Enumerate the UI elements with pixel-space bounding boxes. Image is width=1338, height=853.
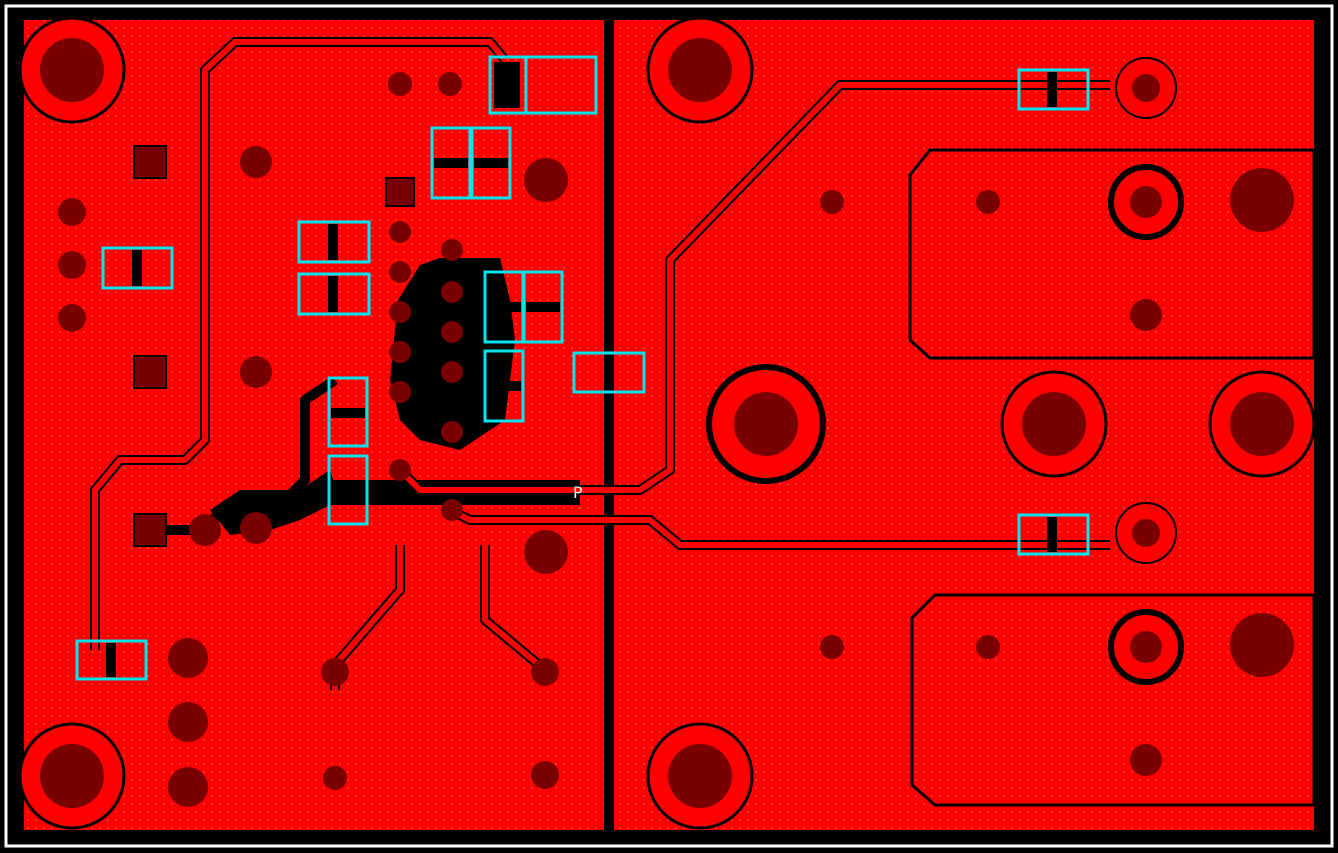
resistor-r1 bbox=[101, 246, 174, 290]
mounting-hole-top-left bbox=[18, 16, 126, 124]
trace-fills bbox=[92, 39, 1110, 690]
square-pads bbox=[133, 145, 415, 547]
resistor-r4 bbox=[297, 272, 371, 316]
resistor-r3 bbox=[297, 220, 371, 264]
smd-pad-gaps bbox=[106, 62, 1057, 677]
power-zone-lower bbox=[910, 593, 1316, 807]
capacitor-c7 bbox=[327, 454, 369, 526]
mounting-holes bbox=[18, 16, 754, 830]
terminal-mid-1 bbox=[1000, 370, 1108, 478]
mounting-hole-top-right bbox=[646, 16, 754, 124]
terminal-upper-right bbox=[1230, 168, 1294, 232]
capacitor-c1 bbox=[430, 126, 472, 200]
smd-footprints bbox=[75, 55, 1090, 681]
terminal-lower-right bbox=[1230, 613, 1294, 677]
footprint-unpopulated bbox=[572, 351, 646, 394]
resistor-r2 bbox=[75, 639, 148, 681]
resistor-r6 bbox=[1017, 513, 1090, 556]
clearance-outlines bbox=[908, 148, 1316, 807]
silk-label-p: P bbox=[573, 483, 583, 502]
capacitor-c6 bbox=[327, 376, 369, 448]
board-outline bbox=[4, 4, 1334, 848]
resistor-r5 bbox=[1017, 68, 1090, 111]
through-hole-pads bbox=[58, 57, 1177, 807]
capacitor-c5 bbox=[483, 349, 525, 423]
mounting-hole-bottom-right bbox=[646, 722, 754, 830]
capacitor-c2 bbox=[470, 126, 512, 200]
terminal-pads bbox=[706, 164, 1316, 685]
ic-pins bbox=[389, 221, 463, 521]
diode-d1 bbox=[488, 55, 598, 115]
relay-coil-upper bbox=[1108, 164, 1184, 240]
relay-coil-lower bbox=[1108, 609, 1184, 685]
power-zone-upper bbox=[908, 148, 1316, 360]
capacitor-c4 bbox=[522, 270, 564, 344]
mounting-hole-bottom-left bbox=[18, 722, 126, 830]
copper-pour-left bbox=[24, 20, 604, 830]
terminal-center bbox=[706, 364, 826, 484]
terminal-mid-2 bbox=[1208, 370, 1316, 478]
